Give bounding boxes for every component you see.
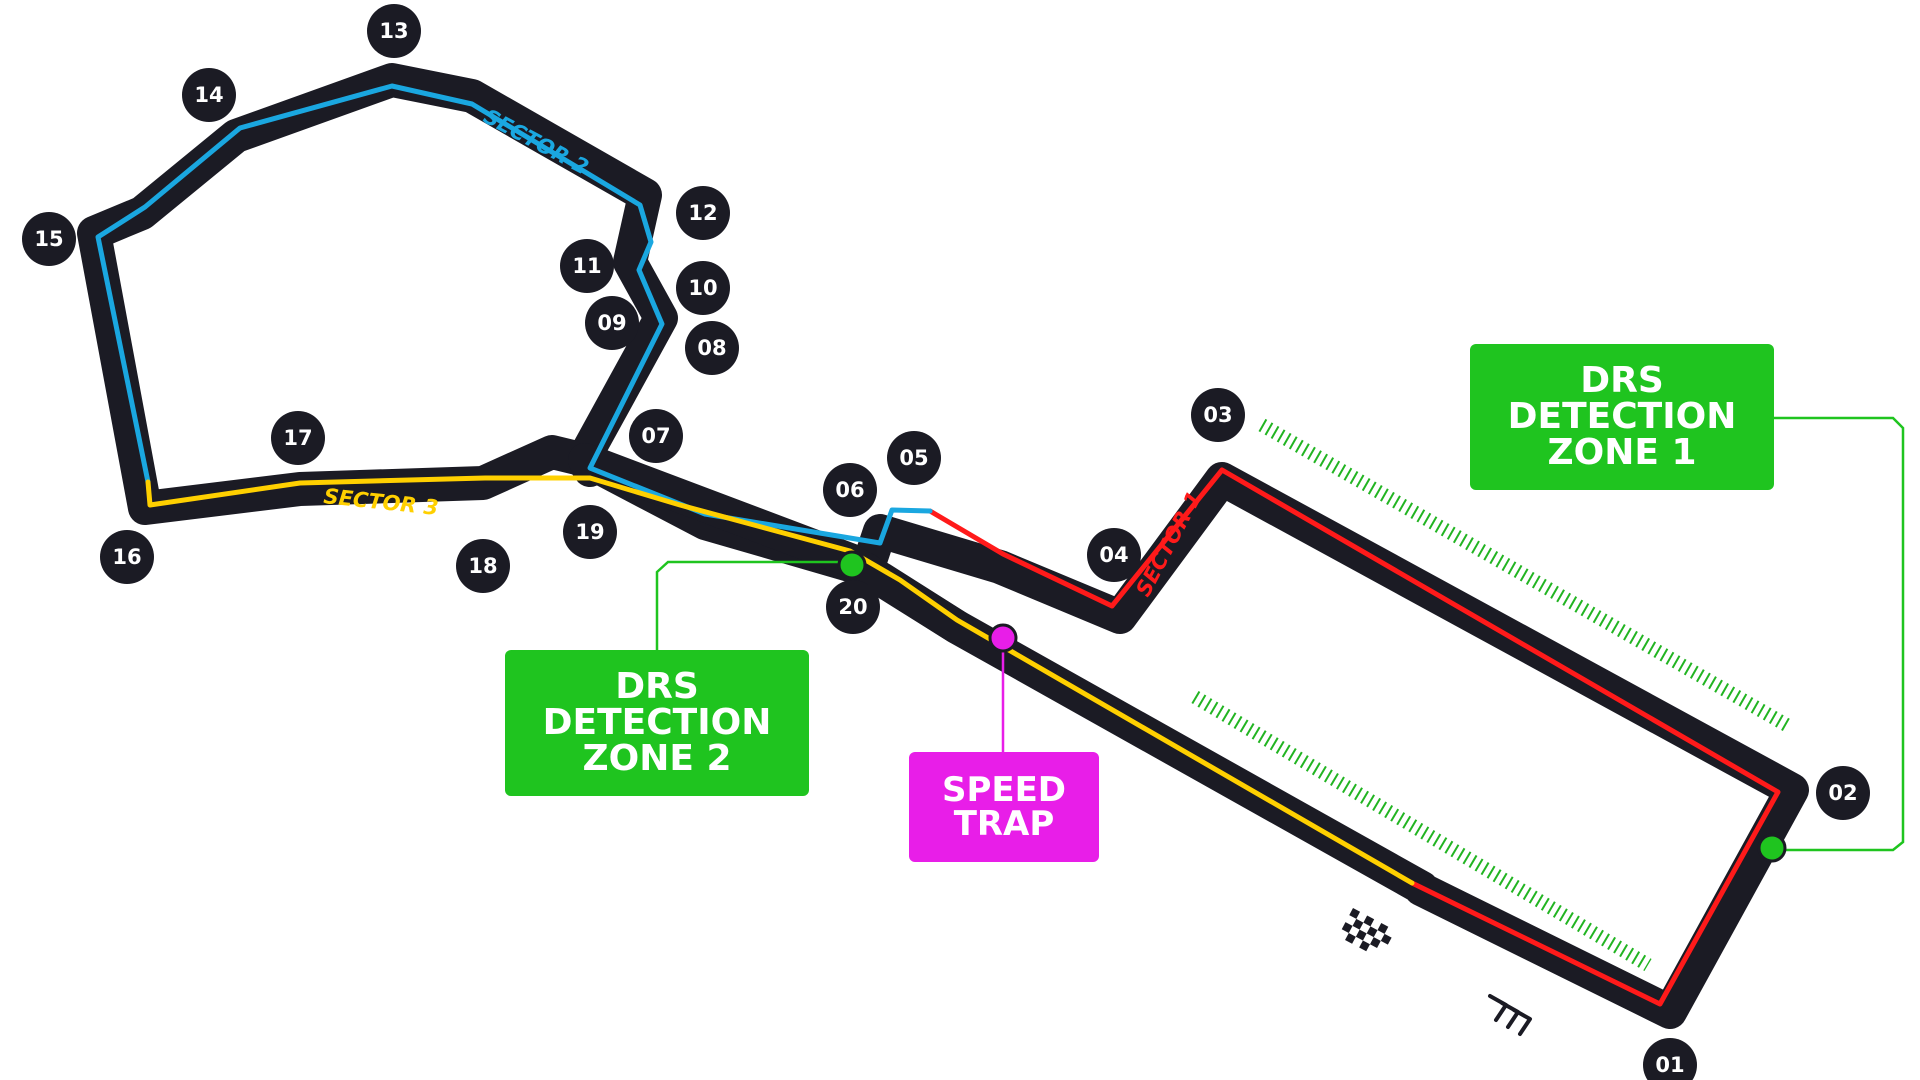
turn-badge-circle xyxy=(560,239,614,293)
drs-1-detection-point xyxy=(1757,833,1787,863)
chequered-flag-icon xyxy=(1341,908,1392,952)
drs2-line-3: ZONE 2 xyxy=(582,738,732,779)
turn-badge-circle xyxy=(182,68,236,122)
speed-line-2: TRAP xyxy=(953,804,1055,844)
drs-detection-zone-2-callout: DRS DETECTION ZONE 2 xyxy=(505,650,809,796)
turn-badge-circle xyxy=(685,321,739,375)
sector-1-label: SECTOR 1 xyxy=(1131,487,1206,600)
turn-badges: 01 02 03 04 05 06 07 08 09 10 11 12 13 14 15 16 17 18 19 20 xyxy=(22,4,1870,1080)
turn-number: 11 xyxy=(572,254,601,278)
turn-badge-circle xyxy=(1816,766,1870,820)
drs-zone-2-hatch xyxy=(1191,690,1652,972)
turn-badge-circle xyxy=(676,186,730,240)
turn-badge: 20 xyxy=(826,580,880,634)
turn-number: 06 xyxy=(835,478,864,502)
turn-badge: 16 xyxy=(100,530,154,584)
drs2-line-2: DETECTION xyxy=(542,702,772,743)
turn-badge: 17 xyxy=(271,411,325,465)
turn-badge-circle xyxy=(367,4,421,58)
turn-badge: 03 xyxy=(1191,388,1245,442)
turn-badge: 10 xyxy=(676,261,730,315)
drs2-line-1: DRS xyxy=(615,666,699,707)
turn-badge-circle xyxy=(271,411,325,465)
turn-badge: 02 xyxy=(1816,766,1870,820)
turn-number: 12 xyxy=(688,201,717,225)
direction-chevrons-icon xyxy=(1488,994,1532,1036)
drs1-line-3: ZONE 1 xyxy=(1547,432,1697,473)
turn-number: 15 xyxy=(34,227,63,251)
turn-number: 04 xyxy=(1099,543,1128,567)
turn-number: 07 xyxy=(641,424,670,448)
turn-badge: 18 xyxy=(456,539,510,593)
turn-badge-circle xyxy=(100,530,154,584)
turn-badge-circle xyxy=(887,431,941,485)
drs-1-connector xyxy=(1772,416,1905,852)
turn-badge: 14 xyxy=(182,68,236,122)
turn-badge: 15 xyxy=(22,212,76,266)
turn-badge-circle xyxy=(629,409,683,463)
speed-trap-point xyxy=(988,623,1018,653)
turn-badge: 06 xyxy=(823,463,877,517)
drs-detection-zone-1-callout: DRS DETECTION ZONE 1 xyxy=(1470,344,1774,490)
turn-badge: 01 xyxy=(1643,1038,1697,1080)
turn-number: 08 xyxy=(697,336,726,360)
turn-number: 14 xyxy=(194,83,223,107)
sector-3-line xyxy=(145,475,1415,886)
turn-badge: 12 xyxy=(676,186,730,240)
turn-badge-circle xyxy=(826,580,880,634)
turn-number: 13 xyxy=(379,19,408,43)
speed-trap-callout: SPEED TRAP xyxy=(909,752,1099,862)
turn-badge-circle xyxy=(676,261,730,315)
turn-number: 19 xyxy=(575,520,604,544)
turn-badge-circle xyxy=(1087,528,1141,582)
turn-badge: 05 xyxy=(887,431,941,485)
turn-badge: 04 xyxy=(1087,528,1141,582)
turn-badge-circle xyxy=(563,505,617,559)
turn-badge: 07 xyxy=(629,409,683,463)
sector-1-line xyxy=(927,467,1781,1007)
turn-number: 01 xyxy=(1655,1053,1684,1077)
track-outline-west xyxy=(77,63,884,587)
drs-2-detection-point xyxy=(837,550,867,580)
drs1-line-1: DRS xyxy=(1580,360,1664,401)
turn-number: 05 xyxy=(899,446,928,470)
turn-number: 18 xyxy=(468,554,497,578)
turn-badge-circle xyxy=(1643,1038,1697,1080)
turn-badge-circle xyxy=(456,539,510,593)
speed-line-1: SPEED xyxy=(941,770,1067,810)
turn-number: 17 xyxy=(283,426,312,450)
turn-badge: 08 xyxy=(685,321,739,375)
track-outline xyxy=(850,462,1809,1029)
turn-badge: 11 xyxy=(560,239,614,293)
turn-badge-circle xyxy=(585,296,639,350)
turn-badge: 19 xyxy=(563,505,617,559)
turn-number: 10 xyxy=(688,276,717,300)
turn-badge: 13 xyxy=(367,4,421,58)
turn-number: 16 xyxy=(112,545,141,569)
drs1-line-2: DETECTION xyxy=(1507,396,1737,437)
turn-number: 03 xyxy=(1203,403,1232,427)
turn-badge-circle xyxy=(1191,388,1245,442)
drs-2-connector xyxy=(655,560,852,650)
turn-number: 09 xyxy=(597,311,626,335)
turn-badge-circle xyxy=(22,212,76,266)
turn-number: 02 xyxy=(1828,781,1857,805)
turn-number: 20 xyxy=(838,595,867,619)
sector-2-line xyxy=(95,83,933,546)
turn-badge-circle xyxy=(823,463,877,517)
turn-badge: 09 xyxy=(585,296,639,350)
